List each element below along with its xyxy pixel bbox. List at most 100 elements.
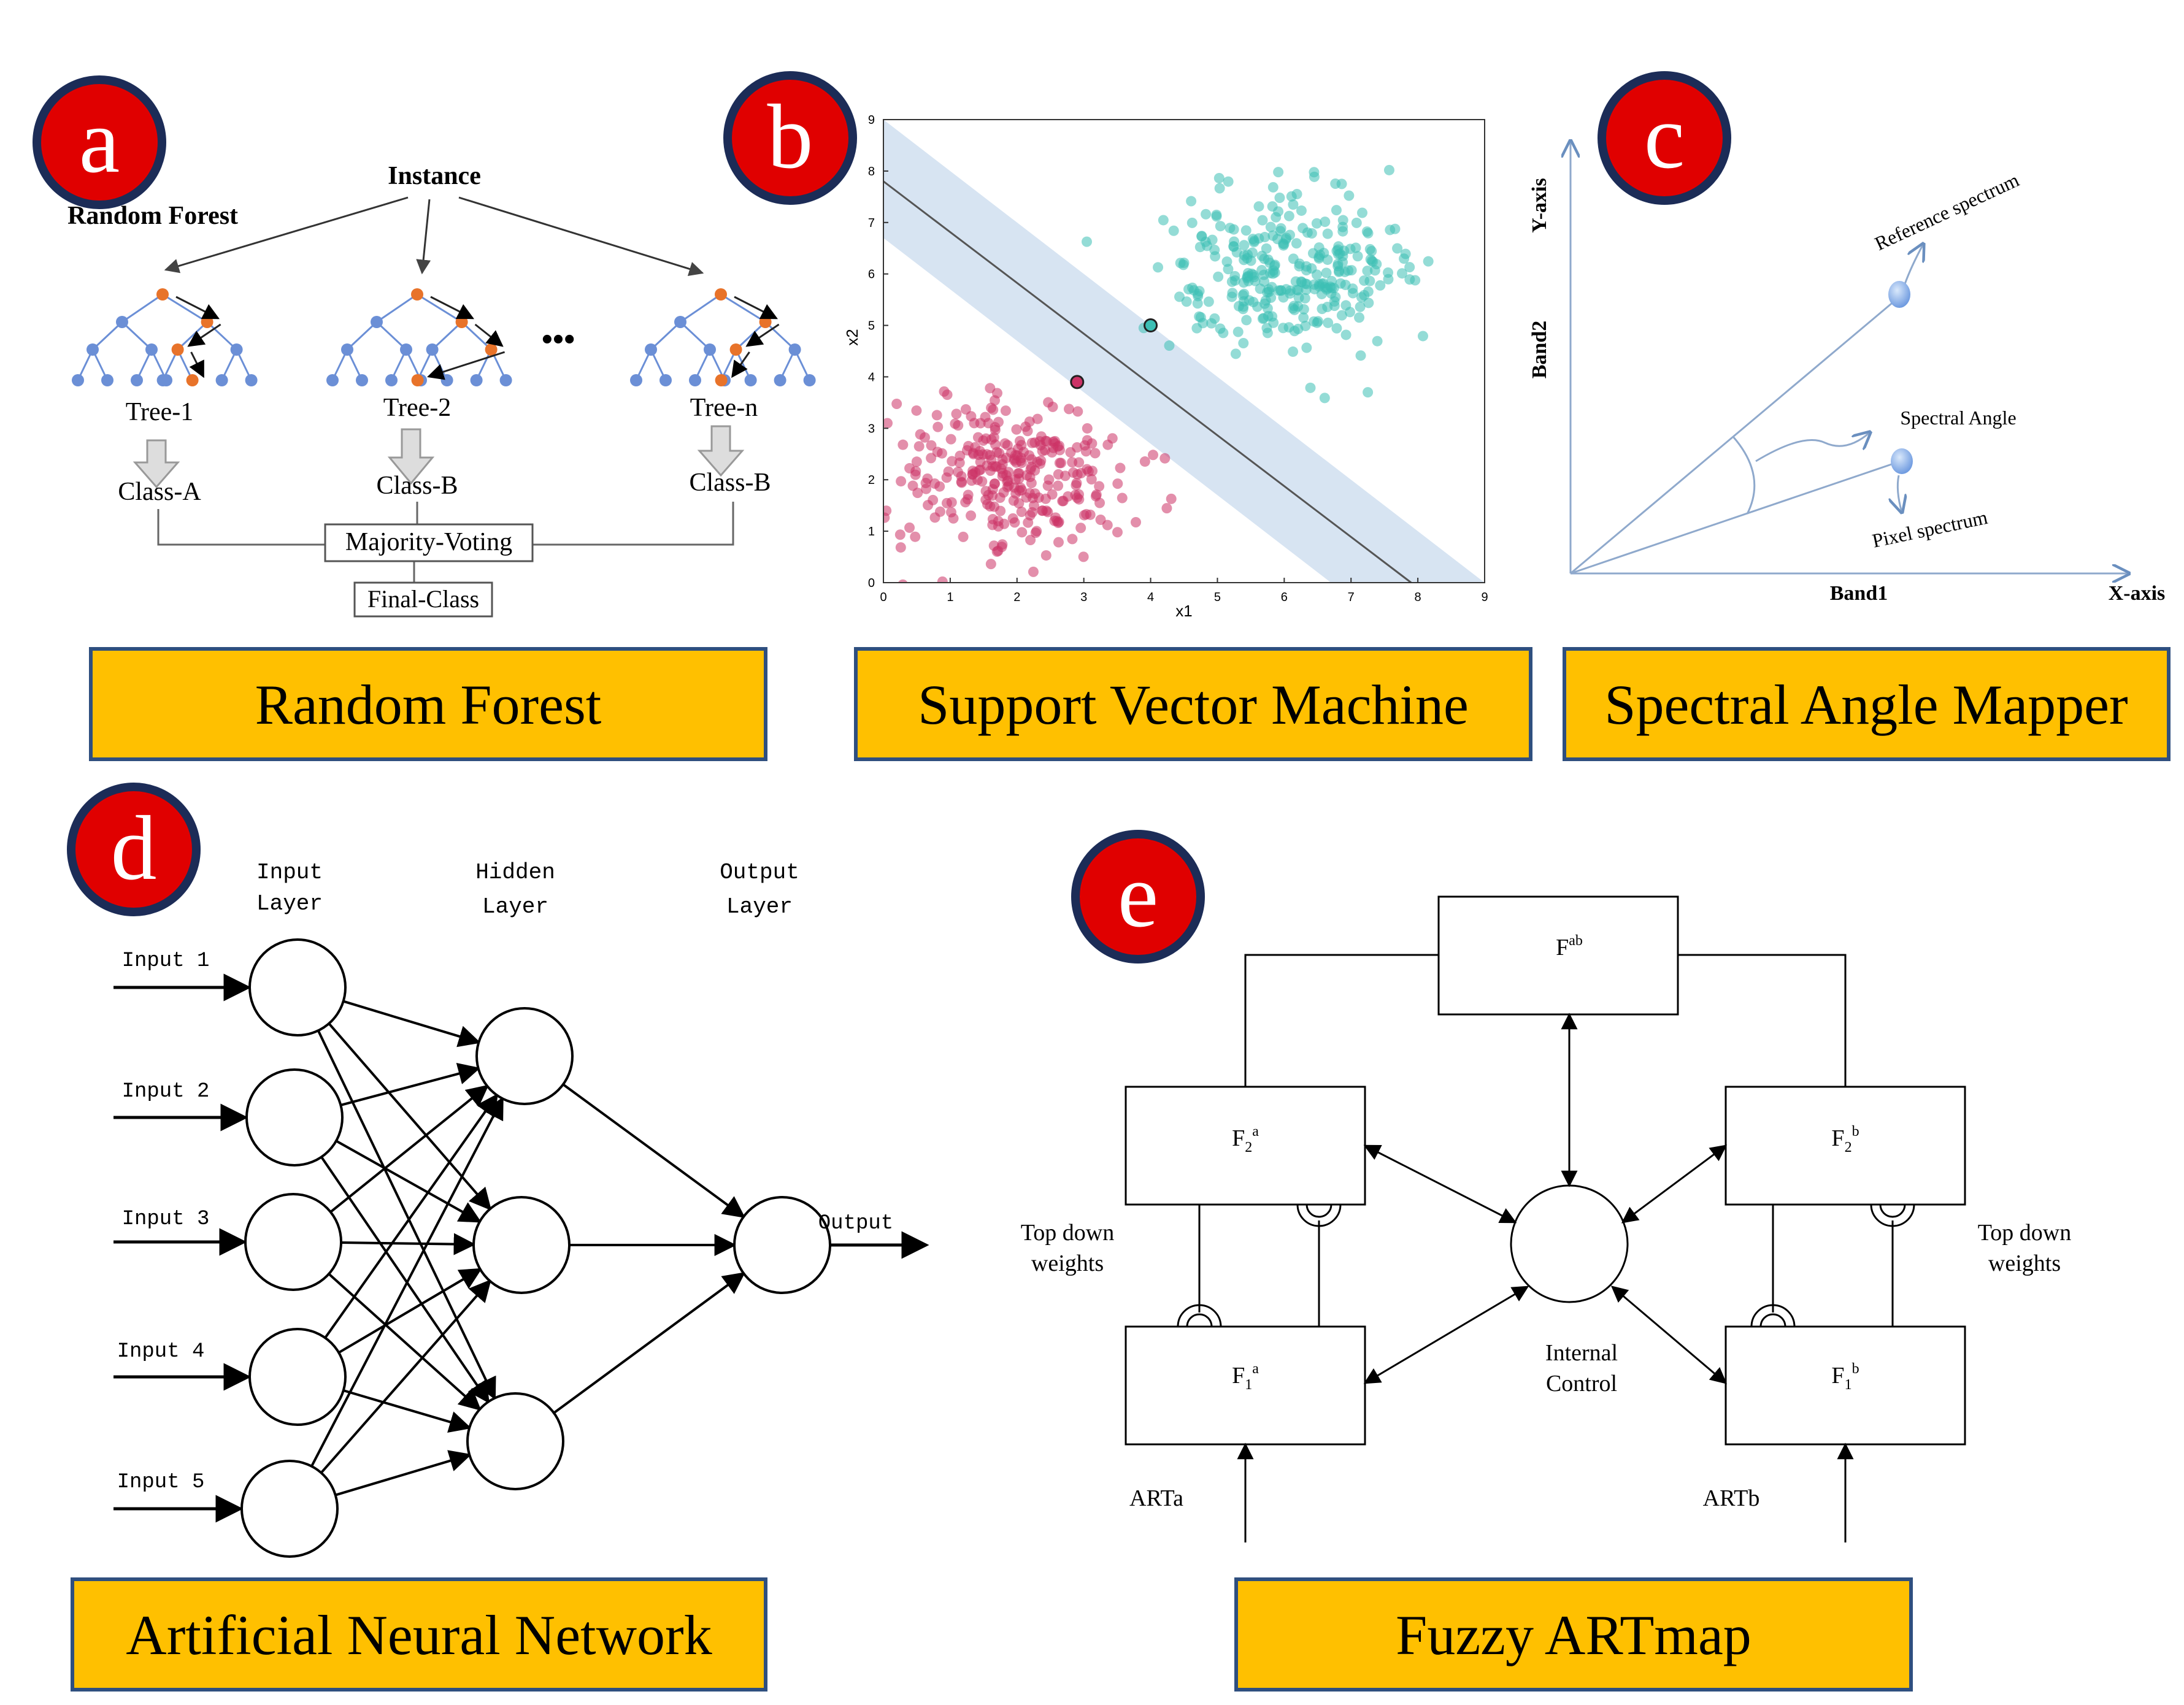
svm-point — [1312, 317, 1323, 328]
svm-point — [1044, 474, 1055, 485]
svm-point — [1229, 236, 1240, 247]
svm-point — [1218, 328, 1229, 339]
svm-point — [1229, 270, 1240, 282]
ann-input-hidden-edge — [343, 1000, 481, 1048]
svm-point — [1148, 450, 1159, 461]
panel-badge-a: a — [33, 75, 166, 209]
svm-point — [1153, 262, 1164, 273]
rf-node — [245, 374, 258, 386]
svm-point — [958, 531, 969, 542]
rf-node — [704, 343, 716, 356]
svm-point — [1417, 331, 1428, 342]
svm-point — [1399, 253, 1410, 264]
svm-point — [1080, 446, 1091, 457]
rf-decision-path-arrow — [189, 351, 204, 378]
svm-point — [1336, 178, 1347, 190]
svm-point — [1275, 285, 1286, 296]
art-f1b-label: F1b — [1831, 1361, 1859, 1393]
svm-point — [1265, 221, 1276, 232]
svm-point — [1309, 167, 1320, 178]
rf-node — [645, 343, 657, 356]
rf-tree-1 — [72, 288, 258, 386]
svm-point — [1094, 481, 1105, 492]
svm-point — [993, 516, 1004, 527]
svm-point — [1311, 218, 1322, 229]
svm-point — [989, 478, 1000, 489]
svm-point — [961, 445, 972, 456]
svm-point — [945, 434, 956, 445]
svm-point — [1248, 237, 1259, 248]
svm-x-tick: 1 — [947, 591, 953, 604]
ann-hidden-layer-title-1: Hidden — [475, 860, 555, 885]
rf-node — [659, 374, 672, 386]
rf-node — [72, 374, 84, 386]
svm-point — [1016, 440, 1027, 451]
svm-point — [986, 454, 997, 466]
svm-point — [883, 512, 890, 523]
badge-circle — [1071, 830, 1205, 964]
art-artb-label: ARTb — [1703, 1485, 1760, 1511]
caption-box-rf — [89, 647, 767, 761]
svm-point — [1024, 450, 1035, 461]
svm-point — [1392, 243, 1403, 254]
svm-point — [1166, 493, 1177, 504]
svm-point — [1404, 274, 1415, 285]
svm-point — [1309, 279, 1320, 290]
svm-point — [1273, 206, 1284, 217]
svm-point — [1072, 442, 1083, 453]
svm-point — [1259, 232, 1271, 243]
svm-point — [985, 559, 996, 570]
svm-point — [1201, 209, 1212, 220]
svm-point — [1082, 423, 1093, 434]
svm-point — [1037, 505, 1048, 516]
sam-reference-point — [1888, 281, 1910, 308]
sam-angle-pointer — [1755, 432, 1870, 462]
svm-point — [1028, 566, 1039, 577]
svm-point — [1158, 215, 1169, 226]
rf-node — [715, 288, 727, 301]
svm-series-1 — [883, 383, 1177, 583]
svm-point — [1081, 236, 1092, 247]
svm-point — [1257, 215, 1268, 226]
badge-circle — [33, 75, 166, 209]
svm-point — [1259, 276, 1270, 287]
ann-output-layer-title-2: Layer — [726, 894, 793, 919]
svm-point — [1322, 228, 1333, 239]
ann-input-hidden-edge — [317, 1030, 496, 1400]
svm-point — [975, 464, 986, 475]
svm-point — [1052, 516, 1063, 527]
svm-point — [1274, 193, 1285, 204]
rf-node — [400, 343, 412, 356]
svm-point — [1043, 397, 1054, 408]
svm-point — [1355, 350, 1366, 361]
svm-point — [1301, 342, 1312, 353]
svm-point — [1102, 519, 1113, 531]
svm-point — [1298, 223, 1309, 234]
svm-point — [1320, 216, 1331, 228]
rf-node — [788, 343, 801, 356]
svm-y-tick: 5 — [868, 320, 875, 333]
ann-input-hidden-edge — [336, 1140, 482, 1223]
rf-node — [440, 374, 453, 386]
ann-output-label: Output — [818, 1212, 893, 1235]
svm-point — [1040, 493, 1052, 504]
badge-circle — [723, 71, 857, 205]
svm-point — [1344, 190, 1355, 201]
art-f1a-box — [1125, 1325, 1366, 1446]
rf-node — [774, 374, 786, 386]
svm-point — [1074, 494, 1085, 505]
svm-point — [1340, 280, 1351, 291]
ann-input-hidden-edge — [340, 1063, 481, 1106]
badge-letter: e — [1118, 845, 1159, 946]
svm-point — [1159, 453, 1171, 464]
svm-point — [1383, 274, 1394, 285]
svm-point — [1239, 288, 1250, 299]
rf-decision-path-arrow — [474, 323, 504, 347]
svm-point — [1090, 448, 1101, 459]
svm-point — [1383, 164, 1394, 175]
art-f1a-label: F1a — [1232, 1361, 1259, 1393]
sam-band2-label: Band2 — [1528, 321, 1551, 379]
caption-box-svm — [854, 647, 1532, 761]
